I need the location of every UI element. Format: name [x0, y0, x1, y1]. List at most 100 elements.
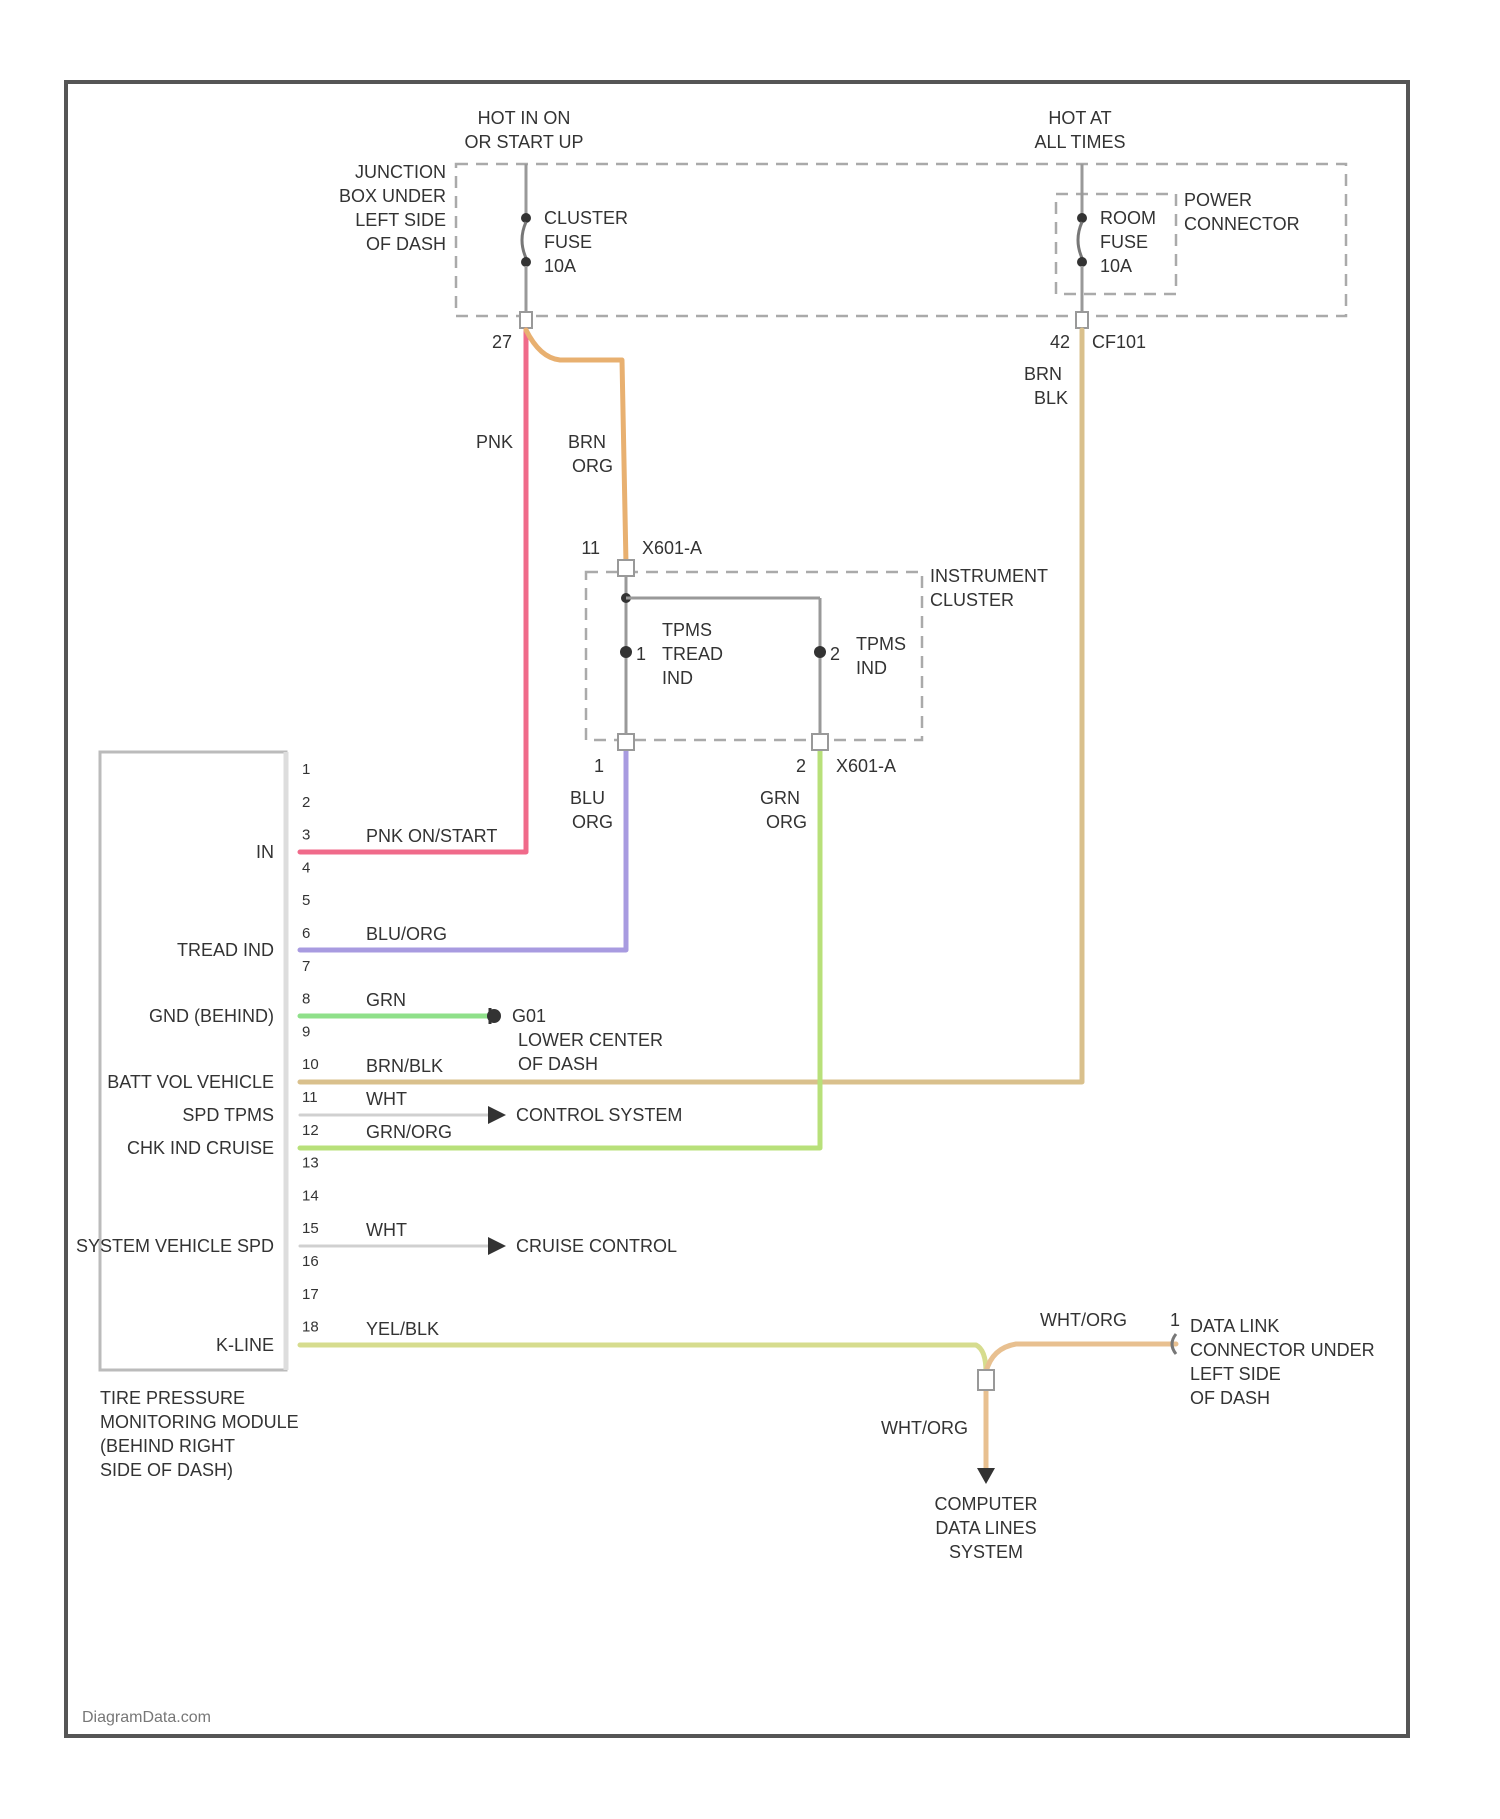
computer-data-label-2: DATA LINES: [935, 1518, 1036, 1538]
module-pin-number: 6: [302, 925, 310, 942]
circuit-label-11: WHT: [366, 1089, 407, 1109]
circuit-label-12: GRN/ORG: [366, 1122, 452, 1142]
module-pin-number: 14: [302, 1187, 319, 1204]
pin-label-batt-vol: BATT VOL VEHICLE: [107, 1072, 274, 1092]
module-pin-number: 15: [302, 1220, 319, 1237]
module-pin-number: 12: [302, 1122, 319, 1139]
module-caption-3: (BEHIND RIGHT: [100, 1436, 235, 1456]
pin-ic-11-id: X601-A: [642, 538, 702, 558]
tpms-tread-label-3: IND: [662, 668, 693, 688]
module-pin-number: 11: [302, 1089, 318, 1106]
junction-box-label-1: JUNCTION: [355, 162, 446, 182]
module-caption-4: SIDE OF DASH): [100, 1460, 233, 1480]
module-caption-1: TIRE PRESSURE: [100, 1388, 245, 1408]
room-fuse-label-3: 10A: [1100, 256, 1132, 276]
pin-dlc-1: 1: [1170, 1310, 1180, 1330]
module-pin-number: 10: [302, 1056, 319, 1073]
cluster-fuse: [521, 164, 531, 316]
diagram-frame: [66, 82, 1408, 1736]
module-caption-2: MONITORING MODULE: [100, 1412, 299, 1432]
module-pin-number: 5: [302, 892, 310, 909]
circuit-label-6: BLU/ORG: [366, 924, 447, 944]
module-pin-number: 3: [302, 827, 310, 844]
instrument-cluster-label-1: INSTRUMENT: [930, 566, 1048, 586]
hot-always-label-2: ALL TIMES: [1034, 132, 1125, 152]
wire-label-brn-blk-1: BRN: [1024, 364, 1062, 384]
module-pin-number: 8: [302, 991, 310, 1008]
cruise-control-label: CRUISE CONTROL: [516, 1236, 677, 1256]
module-pin-number: 17: [302, 1286, 319, 1303]
module-pin-number: 1: [302, 761, 310, 778]
pin-ic-11: 11: [581, 538, 600, 558]
junction-box-label-2: BOX UNDER: [339, 186, 446, 206]
wire-label-pnk: PNK: [476, 432, 513, 452]
module-pin-number: 2: [302, 794, 310, 811]
computer-data-label-3: SYSTEM: [949, 1542, 1023, 1562]
wire-label-grn-org-2: ORG: [766, 812, 807, 832]
wire-grn-org: [300, 740, 820, 1148]
tpms-ind-switch-num: 2: [830, 644, 840, 664]
computer-data-label-1: COMPUTER: [935, 1494, 1038, 1514]
ground-label-3: OF DASH: [518, 1054, 598, 1074]
connector-pc-42: [1076, 312, 1088, 328]
wire-pnk: [300, 330, 526, 852]
ground-icon: [487, 1008, 501, 1024]
pin-label-tread-ind: TREAD IND: [177, 940, 274, 960]
cluster-fuse-label-1: CLUSTER: [544, 208, 628, 228]
junction-box-label-4: OF DASH: [366, 234, 446, 254]
pin-label-gnd: GND (BEHIND): [149, 1006, 274, 1026]
wire-label-grn-org-1: GRN: [760, 788, 800, 808]
pin-jb-27: 27: [492, 332, 512, 352]
tpms-tread-switch-num: 1: [636, 644, 646, 664]
power-connector-label-2: CONNECTOR: [1184, 214, 1300, 234]
dlc-label-3: LEFT SIDE: [1190, 1364, 1281, 1384]
connector-ic-2: [812, 734, 828, 750]
dlc-label-2: CONNECTOR UNDER: [1190, 1340, 1375, 1360]
pin-label-in: IN: [256, 842, 274, 862]
arrow-right-icon: [488, 1106, 506, 1124]
module-pin-number: 18: [302, 1319, 319, 1336]
module-pin-number: 7: [302, 958, 310, 975]
tpms-tread-label-1: TPMS: [662, 620, 712, 640]
arrow-down-icon: [977, 1468, 995, 1484]
wire-label-blu-org-1: BLU: [570, 788, 605, 808]
junction-box-label-3: LEFT SIDE: [355, 210, 446, 230]
pin-ic-1: 1: [594, 756, 604, 776]
circuit-label-18: YEL/BLK: [366, 1319, 439, 1339]
room-fuse-label-1: ROOM: [1100, 208, 1156, 228]
tpms-ind-label-2: IND: [856, 658, 887, 678]
connector-ic-1: [618, 734, 634, 750]
pin-label-k-line: K-LINE: [216, 1335, 274, 1355]
circuit-label-8: GRN: [366, 990, 406, 1010]
wire-wht-org-dlc: [986, 1344, 1176, 1372]
footer-watermark: DiagramData.com: [82, 1709, 211, 1726]
pin-label-chk-ind: CHK IND CRUISE: [127, 1138, 274, 1158]
wire-label-blu-org-2: ORG: [572, 812, 613, 832]
wire-label-brn-org-2: ORG: [572, 456, 613, 476]
connector-ic-11: [618, 560, 634, 576]
dlc-label-1: DATA LINK: [1190, 1316, 1279, 1336]
module-pin-number: 4: [302, 859, 310, 876]
dlc-label-4: OF DASH: [1190, 1388, 1270, 1408]
wire-label-brn-blk-2: BLK: [1034, 388, 1068, 408]
pin-label-system-spd: SYSTEM VEHICLE SPD: [76, 1236, 274, 1256]
pin-label-spd-tpms: SPD TPMS: [182, 1105, 274, 1125]
connector-jb-27: [520, 312, 532, 328]
cluster-fuse-label-3: 10A: [544, 256, 576, 276]
pin-ic-2: 2: [796, 756, 806, 776]
module-pin-number: 13: [302, 1155, 319, 1172]
splice-label-top: WHT/ORG: [1040, 1310, 1127, 1330]
control-system-label: CONTROL SYSTEM: [516, 1105, 682, 1125]
splice-label-down: WHT/ORG: [881, 1418, 968, 1438]
pin-ic-2-id: X601-A: [836, 756, 896, 776]
power-connector-label-1: POWER: [1184, 190, 1252, 210]
ground-label-2: LOWER CENTER: [518, 1030, 663, 1050]
wire-yel-blk: [300, 1345, 986, 1372]
hot-run-label-2: OR START UP: [464, 132, 583, 152]
pin-pc-42: 42: [1050, 332, 1070, 352]
hot-always-label-1: HOT AT: [1048, 108, 1111, 128]
module-pin-number: 16: [302, 1253, 319, 1270]
splice-connector: [978, 1370, 994, 1390]
